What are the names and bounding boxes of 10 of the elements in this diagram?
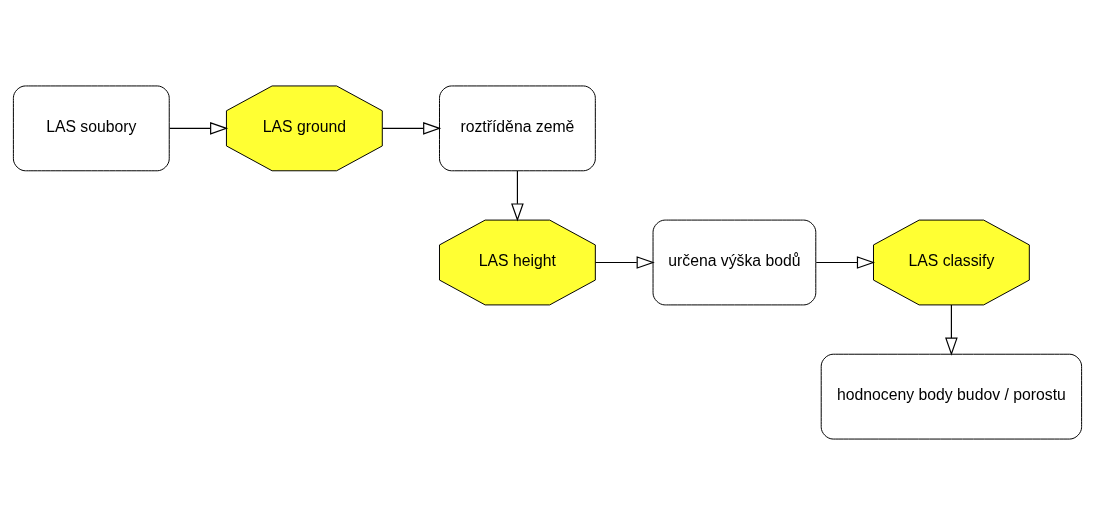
arrow bbox=[382, 121, 442, 135]
node-box: hodnoceny body budov / porostu bbox=[820, 353, 1083, 440]
arrow bbox=[815, 255, 876, 269]
node-box: roztříděna země bbox=[439, 84, 596, 171]
arrow bbox=[594, 255, 655, 269]
arrow bbox=[511, 169, 524, 222]
arrow bbox=[168, 121, 229, 135]
node-box: LAS soubory bbox=[12, 84, 170, 171]
arrow bbox=[945, 303, 958, 356]
node-box: určena výška bodů bbox=[652, 219, 817, 305]
